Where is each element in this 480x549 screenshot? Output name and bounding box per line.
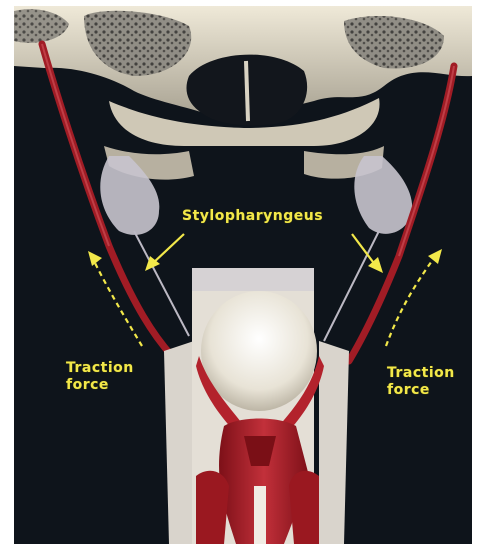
right-traction-force-label: Traction force (387, 365, 455, 399)
left-traction-force-label: Traction force (66, 360, 134, 394)
stylopharyngeus-label: Stylopharyngeus (182, 208, 323, 225)
right-traction-word: Traction (387, 365, 455, 382)
anatomy-illustration (14, 6, 472, 544)
epiglottis (201, 291, 317, 411)
left-force-word: force (66, 377, 134, 394)
stylopharyngeus-text: Stylopharyngeus (182, 208, 323, 224)
left-traction-word: Traction (66, 360, 134, 377)
right-force-word: force (387, 382, 455, 399)
